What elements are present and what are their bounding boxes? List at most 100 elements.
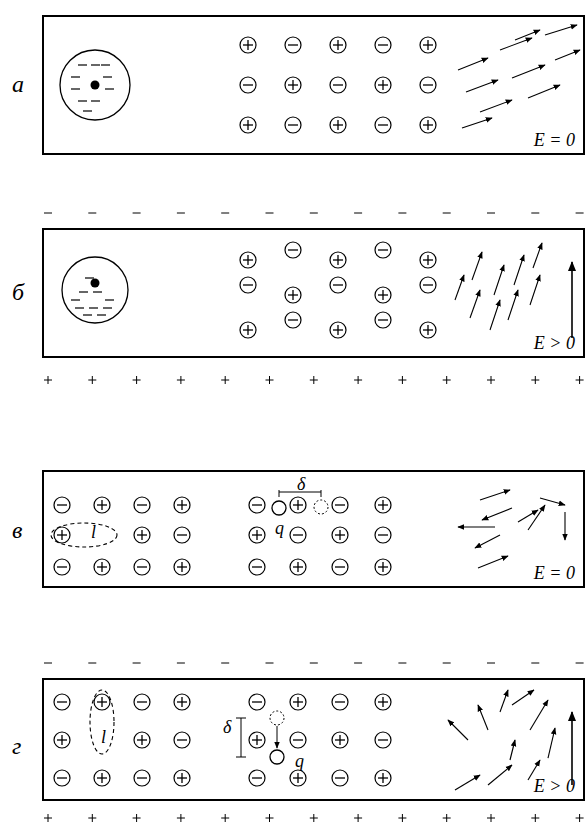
symbol-label: q bbox=[295, 752, 304, 770]
positive-ion bbox=[134, 732, 150, 748]
positive-ion bbox=[375, 497, 391, 513]
positive-ion bbox=[375, 287, 391, 303]
positive-ion bbox=[285, 77, 301, 93]
dipole-arrow bbox=[455, 275, 464, 300]
negative-ion bbox=[375, 242, 391, 258]
symbol-label: q bbox=[275, 519, 284, 537]
dipole-arrow bbox=[515, 30, 540, 40]
panel-frame: вlδqE = 0 bbox=[42, 470, 585, 588]
negative-ion bbox=[332, 559, 348, 575]
panel-letter: а bbox=[12, 72, 24, 96]
vacancy-ellipse bbox=[51, 523, 117, 547]
positive-ion bbox=[94, 694, 110, 710]
negative-ion bbox=[332, 694, 348, 710]
negative-ion bbox=[285, 312, 301, 328]
dipole-arrow bbox=[455, 775, 480, 790]
symbol-label: l bbox=[91, 523, 96, 541]
negative-ion bbox=[54, 694, 70, 710]
dipole-arrow bbox=[512, 690, 534, 705]
negative-ion bbox=[249, 694, 265, 710]
negative-ion bbox=[134, 559, 150, 575]
dipole-arrow bbox=[458, 526, 495, 527]
negative-ion bbox=[240, 277, 256, 293]
dipole-arrow bbox=[448, 720, 468, 740]
negative-ion bbox=[249, 770, 265, 786]
symbol-label: δ bbox=[297, 475, 305, 493]
positive-ion bbox=[249, 527, 265, 543]
drawing bbox=[44, 25, 584, 822]
panel-frame: аE = 0 bbox=[42, 15, 585, 155]
negative-ion bbox=[290, 527, 306, 543]
positive-ion bbox=[174, 559, 190, 575]
positive-ion bbox=[240, 37, 256, 53]
negative-ion bbox=[375, 117, 391, 133]
panel-frame: гlδqE > 0 bbox=[42, 678, 585, 801]
field-arrow bbox=[571, 712, 573, 785]
dipole-arrow bbox=[462, 118, 492, 128]
dipole-arrow bbox=[564, 512, 565, 540]
negative-ion bbox=[330, 77, 346, 93]
dipole-arrow bbox=[530, 700, 548, 730]
positive-ion bbox=[375, 559, 391, 575]
positive-ion bbox=[94, 770, 110, 786]
negative-ion bbox=[240, 77, 256, 93]
atom bbox=[60, 50, 130, 120]
negative-ion bbox=[285, 242, 301, 258]
positive-ion bbox=[54, 732, 70, 748]
positive-ion bbox=[332, 732, 348, 748]
dipole-arrow bbox=[482, 508, 512, 520]
positive-ion bbox=[330, 252, 346, 268]
field-arrow bbox=[571, 262, 573, 338]
negative-ion bbox=[174, 527, 190, 543]
positive-ion bbox=[330, 322, 346, 338]
positive-ion bbox=[285, 287, 301, 303]
dipole-arrow bbox=[494, 265, 504, 295]
panel-letter: б bbox=[12, 280, 24, 304]
dipole-arrow bbox=[555, 50, 580, 60]
negative-ion bbox=[54, 497, 70, 513]
negative-ion bbox=[375, 37, 391, 53]
charge-position bbox=[270, 750, 284, 764]
negative-ion bbox=[332, 770, 348, 786]
positive-ion bbox=[240, 322, 256, 338]
dipole-arrow bbox=[530, 275, 540, 305]
symbol-label: l bbox=[101, 728, 106, 746]
dipole-arrow bbox=[528, 85, 560, 98]
negative-ion bbox=[134, 694, 150, 710]
positive-ion bbox=[94, 497, 110, 513]
dipole-arrow bbox=[514, 255, 524, 285]
positive-ion bbox=[134, 527, 150, 543]
dipole-arrow bbox=[533, 243, 542, 268]
dipole-arrow bbox=[472, 252, 482, 280]
negative-ion bbox=[174, 732, 190, 748]
shift-arrow bbox=[277, 726, 278, 748]
positive-ion bbox=[420, 117, 436, 133]
positive-ion bbox=[240, 252, 256, 268]
positive-ion bbox=[240, 117, 256, 133]
positive-ion bbox=[375, 77, 391, 93]
positive-ion bbox=[420, 252, 436, 268]
positive-ion bbox=[290, 559, 306, 575]
dipole-arrow bbox=[528, 505, 545, 530]
dipole-arrow bbox=[508, 290, 518, 320]
dipole-arrow bbox=[480, 100, 512, 112]
positive-ion bbox=[375, 694, 391, 710]
positive-ion bbox=[330, 37, 346, 53]
negative-ion bbox=[54, 559, 70, 575]
dipole-arrow bbox=[480, 490, 510, 500]
symbol-label: δ bbox=[223, 718, 231, 736]
dipole-arrow bbox=[466, 80, 498, 92]
negative-ion bbox=[290, 732, 306, 748]
dipole-arrow bbox=[512, 65, 545, 78]
dipole-arrow bbox=[540, 498, 565, 505]
negative-ion bbox=[134, 497, 150, 513]
negative-ion bbox=[249, 559, 265, 575]
negative-ion bbox=[375, 527, 391, 543]
dipole-arrow bbox=[490, 300, 500, 330]
positive-ion bbox=[375, 770, 391, 786]
positive-ion bbox=[420, 37, 436, 53]
positive-ion bbox=[174, 497, 190, 513]
positive-ion bbox=[290, 694, 306, 710]
panel-letter: в bbox=[12, 518, 22, 542]
